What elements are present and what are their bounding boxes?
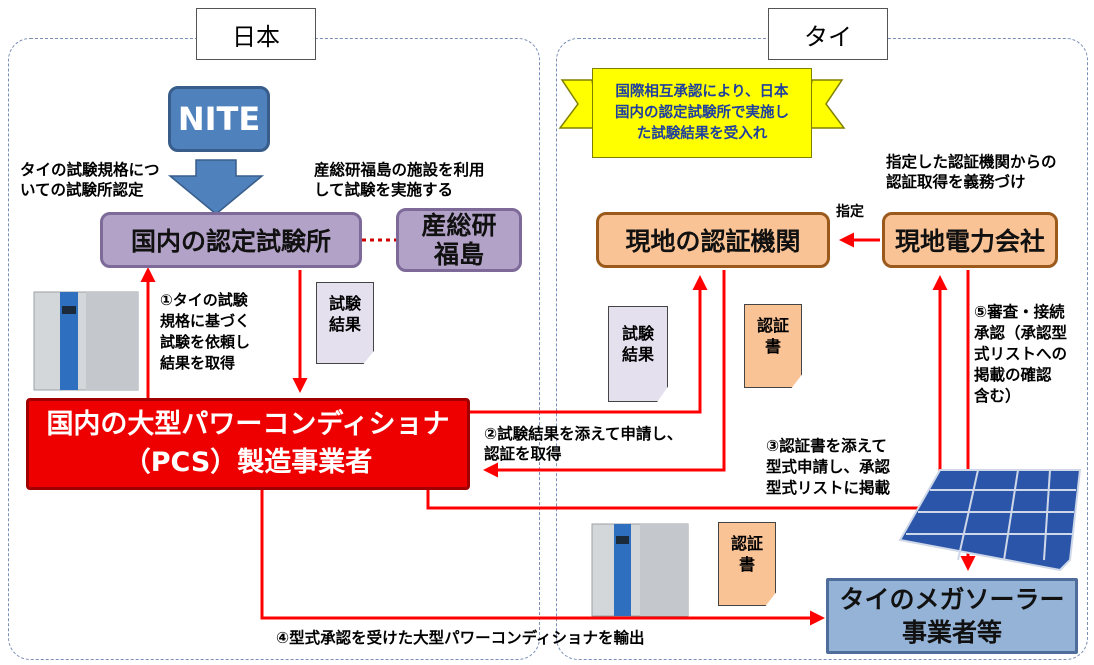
note-step5: ⑤審査・接続 承認（承認型 式リストへの 掲載の確認 含む） <box>974 303 1068 405</box>
note-step1: ①タイの試験 規格に基づく 試験を依頼し 結果を取得 <box>160 291 251 372</box>
certificate-doc-1: 認証 書 <box>744 304 802 388</box>
mega-solar-line1: タイのメガソーラー <box>839 585 1065 614</box>
test-result-doc-1: 試験 結果 <box>316 282 374 364</box>
manufacturer-line1: 国内の大型パワーコンディショナ <box>46 409 450 440</box>
pcs-cabinet-bottom <box>591 523 689 617</box>
japan-label: 日本 <box>196 8 316 60</box>
solar-panels <box>898 469 1082 572</box>
thai-mega-solar-operator: タイのメガソーラー 事業者等 <box>826 578 1078 654</box>
mega-solar-line2: 事業者等 <box>901 618 1002 647</box>
pcs-cabinet-left <box>33 291 139 391</box>
nite-box: NITE <box>168 86 270 152</box>
test-result-doc-2: 試験 結果 <box>608 306 668 402</box>
pcs-manufacturer: 国内の大型パワーコンディショナ （PCS）製造事業者 <box>26 398 470 490</box>
aist-fukushima: 産総研 福島 <box>396 208 522 272</box>
arrow-apply-certification <box>470 275 708 414</box>
arrow-receive-certification <box>483 270 726 478</box>
domestic-test-lab: 国内の認定試験所 <box>100 212 362 268</box>
note-lab-accreditation: タイの試験規格につ いての試験所認定 <box>20 161 160 199</box>
note-step3: ③認証書を添えて 型式申請し、承認 型式リストに掲載 <box>766 437 891 497</box>
note-designation: 指定 <box>836 204 864 220</box>
arrow-export <box>260 490 825 626</box>
certificate-doc-2: 認証 書 <box>718 522 776 606</box>
note-step2: ②試験結果を添えて申請し、 認証を取得 <box>484 425 683 463</box>
note-aist-use: 産総研福島の施設を利用 して試験を実施する <box>314 161 485 199</box>
note-step4: ④型式承認を受けた大型パワーコンディショナを輸出 <box>276 629 645 647</box>
thailand-label: タイ <box>768 8 888 60</box>
local-certification-body: 現地の認証機関 <box>596 212 830 268</box>
mutual-recognition-banner: 国際相互承認により、日本 国内の認定試験所で実施し た試験結果を受入れ <box>592 68 812 158</box>
nite-down-arrow <box>167 159 265 215</box>
manufacturer-line2: （PCS）製造事業者 <box>123 447 373 478</box>
local-power-company: 現地電力会社 <box>882 212 1058 268</box>
banner-text: 国際相互承認により、日本 国内の認定試験所で実施し た試験結果を受入れ <box>615 83 789 142</box>
note-obligation: 指定した認証機関からの 認証取得を義務づけ <box>886 153 1057 191</box>
arrow-type-application <box>426 275 948 510</box>
